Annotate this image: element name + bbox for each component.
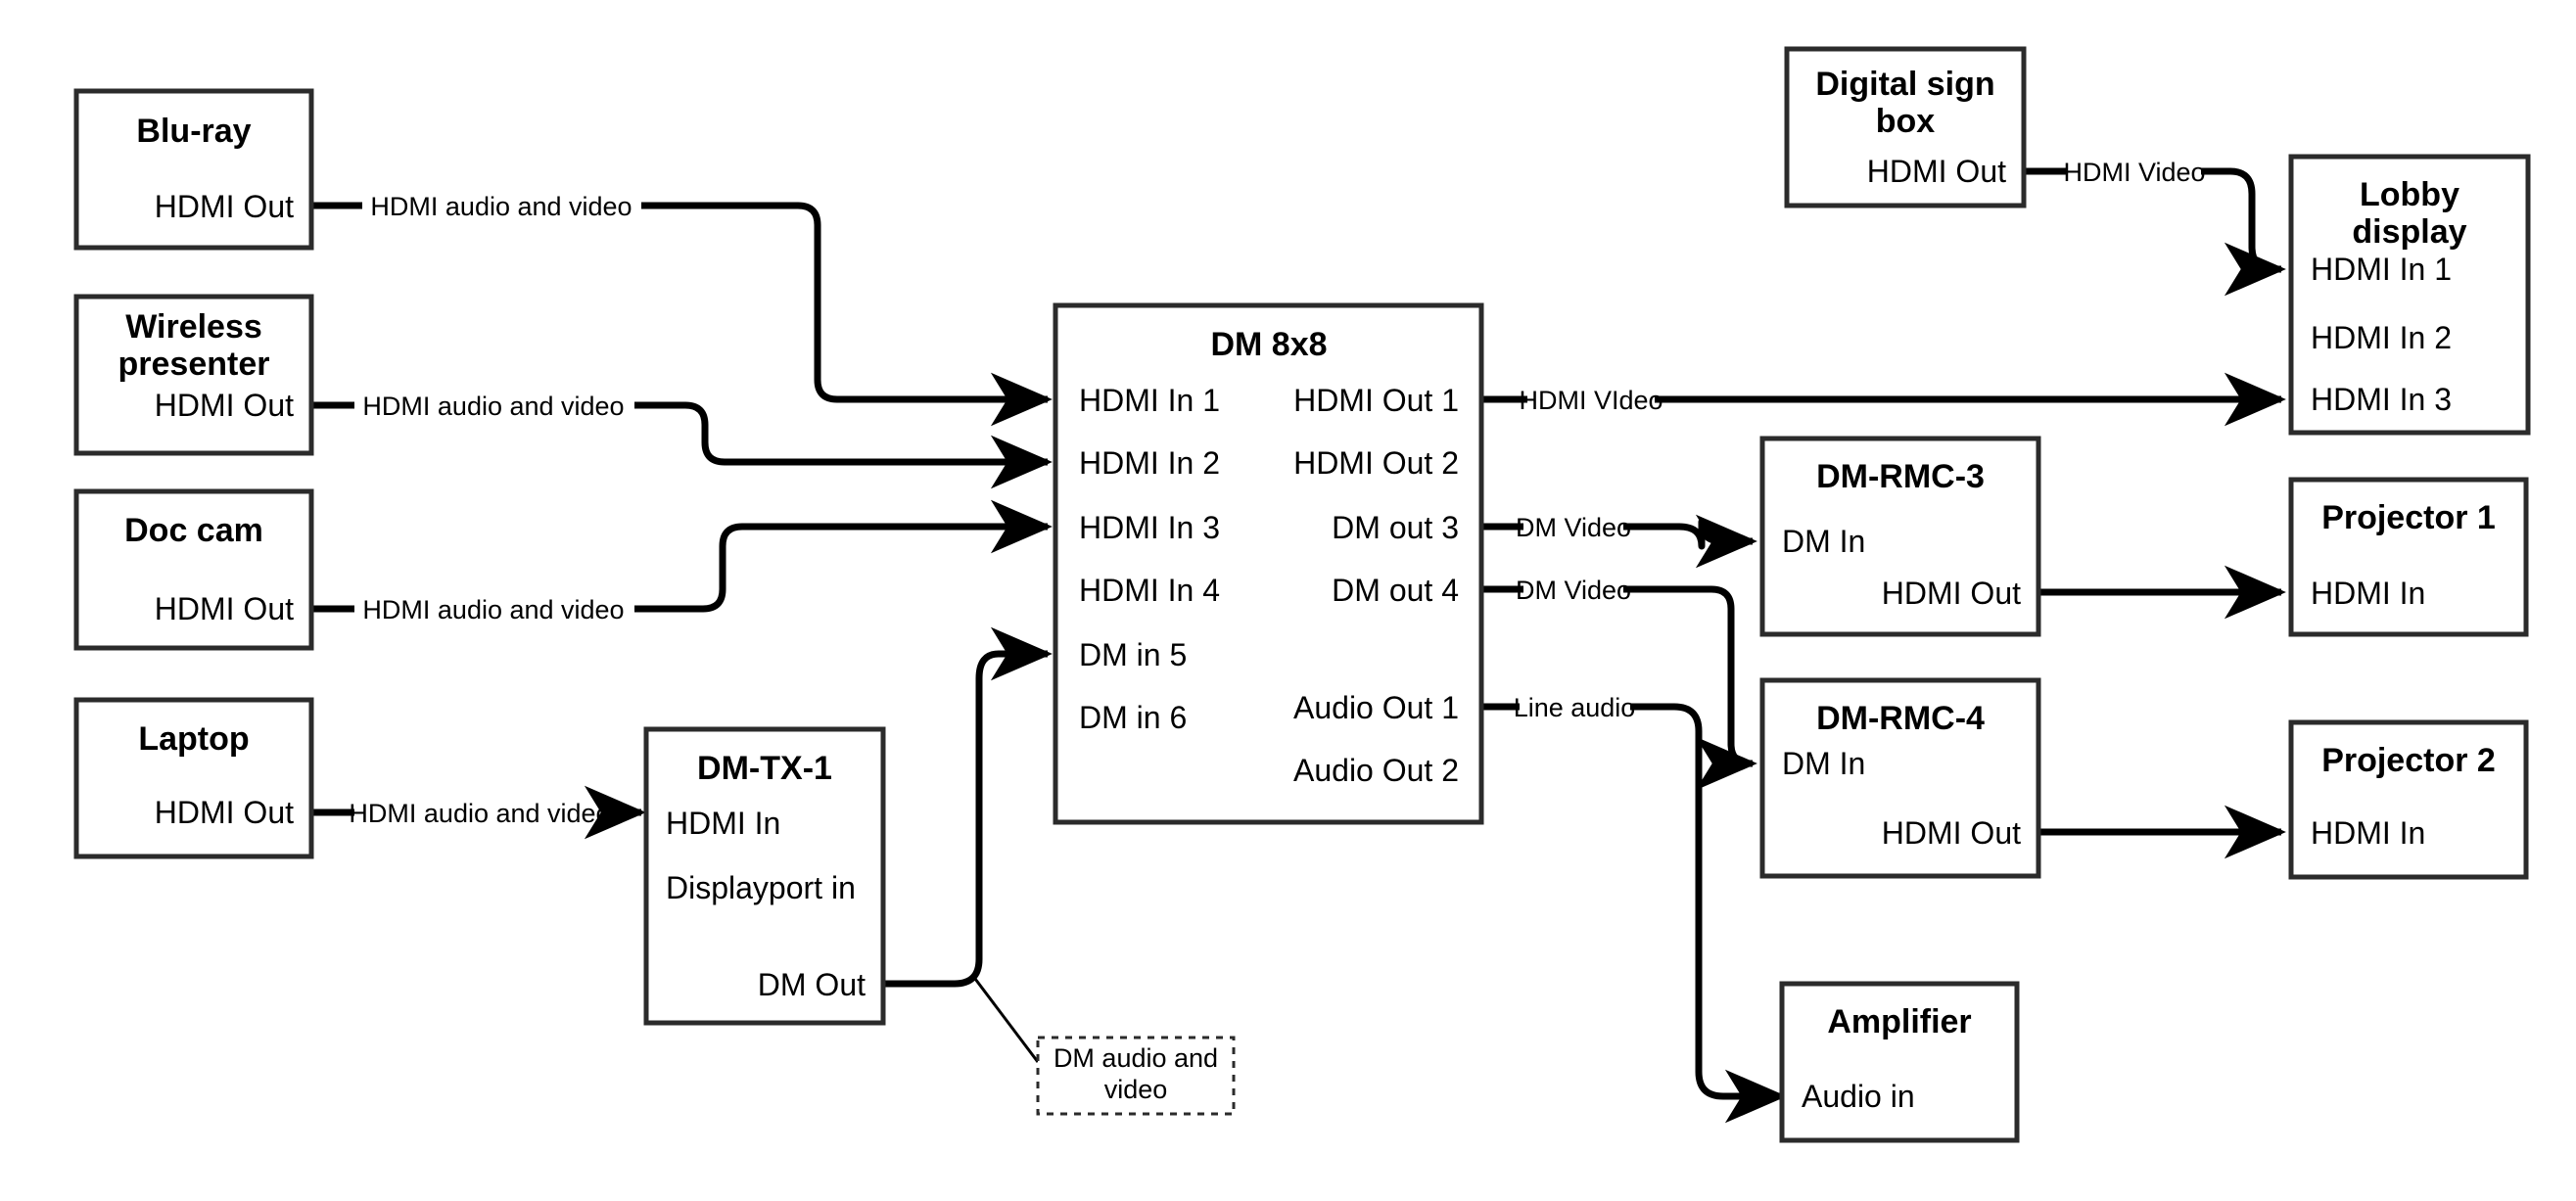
device-title-lobby-display-line1: Lobby bbox=[2360, 176, 2459, 213]
callout-leader-dm-audio-video bbox=[973, 978, 1040, 1063]
port-dm8x8-audio-out-1[interactable]: Audio Out 1 bbox=[1293, 690, 1459, 725]
wire-dm8x8-hdmiout1-to-lobby: HDMI VIdeo bbox=[1481, 372, 2286, 427]
device-dm-rmc-3[interactable]: DM-RMC-3 DM In HDMI Out bbox=[1759, 436, 2041, 637]
port-dmtx1-displayport-in[interactable]: Displayport in bbox=[666, 870, 856, 905]
wire-bluray-to-dm8x8: HDMI audio and video bbox=[311, 192, 1053, 427]
wire-dmtx1-to-dm8x8 bbox=[883, 626, 1053, 988]
device-digital-sign-box[interactable]: Digital sign box HDMI Out bbox=[1784, 46, 2027, 208]
port-rmc4-dm-in[interactable]: DM In bbox=[1782, 746, 1865, 781]
device-title-digital-sign-box-line1: Digital sign bbox=[1815, 66, 1994, 103]
port-rmc3-hdmi-out[interactable]: HDMI Out bbox=[1882, 576, 2021, 611]
wire-dm8x8-dmout3-to-rmc3: DM Video bbox=[1481, 513, 1757, 569]
link-label-dm-video-3: DM Video bbox=[1516, 513, 1631, 542]
device-title-laptop: Laptop bbox=[138, 720, 249, 758]
port-dmtx1-hdmi-in[interactable]: HDMI In bbox=[666, 806, 780, 841]
device-dm-rmc-4[interactable]: DM-RMC-4 DM In HDMI Out bbox=[1759, 677, 2041, 879]
port-dm8x8-dm-in-5[interactable]: DM in 5 bbox=[1079, 637, 1187, 672]
device-title-doc-cam: Doc cam bbox=[124, 512, 263, 549]
port-doccam-hdmi-out[interactable]: HDMI Out bbox=[155, 591, 294, 626]
port-dm8x8-hdmi-in-2[interactable]: HDMI In 2 bbox=[1079, 445, 1220, 481]
wire-laptop-to-dmtx1: HDMI audio and video bbox=[311, 785, 646, 840]
port-laptop-hdmi-out[interactable]: HDMI Out bbox=[155, 795, 294, 830]
port-dm8x8-dm-out-3[interactable]: DM out 3 bbox=[1332, 510, 1459, 545]
callout-dm-audio-and-video: DM audio and video bbox=[1036, 1036, 1236, 1116]
device-title-wireless-presenter-line1: Wireless bbox=[125, 308, 262, 346]
callout-dm-audio-video-line2: video bbox=[1104, 1075, 1168, 1104]
wire-dm8x8-audioout1-to-amplifier: Line audio bbox=[1481, 693, 1787, 1124]
device-doc-cam[interactable]: Doc cam HDMI Out bbox=[73, 488, 314, 651]
link-label-laptop: HDMI audio and video bbox=[349, 799, 610, 828]
wire-wireless-to-dm8x8: HDMI audio and video bbox=[311, 392, 1053, 489]
device-lobby-display[interactable]: Lobby display HDMI In 1 HDMI In 2 HDMI I… bbox=[2288, 154, 2531, 436]
link-label-bluray: HDMI audio and video bbox=[370, 192, 632, 221]
device-title-projector-2: Projector 2 bbox=[2321, 742, 2496, 779]
wire-dm8x8-dmout4-to-rmc4: DM Video bbox=[1481, 576, 1757, 791]
callout-dm-audio-video-line1: DM audio and bbox=[1054, 1043, 1218, 1073]
link-label-hdmi-video-lobby: HDMI VIdeo bbox=[1519, 386, 1663, 415]
device-title-dm-8x8: DM 8x8 bbox=[1210, 326, 1327, 363]
device-projector-1[interactable]: Projector 1 HDMI In bbox=[2288, 477, 2529, 637]
port-signbox-hdmi-out[interactable]: HDMI Out bbox=[1867, 154, 2006, 189]
device-title-digital-sign-box-line2: box bbox=[1876, 103, 1936, 140]
link-label-hdmi-video-signbox: HDMI Video bbox=[2063, 158, 2205, 187]
port-projector2-hdmi-in[interactable]: HDMI In bbox=[2311, 815, 2425, 851]
port-lobby-hdmi-in-3[interactable]: HDMI In 3 bbox=[2311, 382, 2452, 417]
wire-signbox-to-lobby: HDMI Video bbox=[2024, 158, 2286, 297]
device-title-lobby-display-line2: display bbox=[2352, 213, 2466, 251]
device-amplifier[interactable]: Amplifier Audio in bbox=[1779, 981, 2020, 1143]
link-label-doccam: HDMI audio and video bbox=[362, 595, 624, 624]
link-label-dm-video-4: DM Video bbox=[1516, 576, 1631, 605]
port-dm8x8-hdmi-in-4[interactable]: HDMI In 4 bbox=[1079, 573, 1220, 608]
port-dm8x8-hdmi-in-3[interactable]: HDMI In 3 bbox=[1079, 510, 1220, 545]
device-title-amplifier: Amplifier bbox=[1827, 1003, 1971, 1040]
device-dm-8x8[interactable]: DM 8x8 HDMI In 1 HDMI In 2 HDMI In 3 HDM… bbox=[1053, 302, 1484, 825]
port-projector1-hdmi-in[interactable]: HDMI In bbox=[2311, 576, 2425, 611]
device-dm-tx-1[interactable]: DM-TX-1 HDMI In Displayport in DM Out bbox=[643, 726, 886, 1026]
port-rmc4-hdmi-out[interactable]: HDMI Out bbox=[1882, 815, 2021, 851]
device-title-bluray: Blu-ray bbox=[136, 113, 251, 150]
port-dm8x8-hdmi-out-2[interactable]: HDMI Out 2 bbox=[1293, 445, 1459, 481]
port-dm8x8-dm-out-4[interactable]: DM out 4 bbox=[1332, 573, 1459, 608]
link-label-line-audio: Line audio bbox=[1514, 693, 1636, 722]
device-title-dm-tx-1: DM-TX-1 bbox=[697, 750, 832, 787]
port-bluray-hdmi-out[interactable]: HDMI Out bbox=[155, 189, 294, 224]
port-wireless-hdmi-out[interactable]: HDMI Out bbox=[155, 388, 294, 423]
port-dm8x8-hdmi-out-1[interactable]: HDMI Out 1 bbox=[1293, 383, 1459, 418]
port-dm8x8-dm-in-6[interactable]: DM in 6 bbox=[1079, 700, 1187, 735]
port-dm8x8-hdmi-in-1[interactable]: HDMI In 1 bbox=[1079, 383, 1220, 418]
device-bluray[interactable]: Blu-ray HDMI Out bbox=[73, 88, 314, 251]
wire-doccam-to-dm8x8: HDMI audio and video bbox=[311, 499, 1053, 624]
device-title-dm-rmc-4: DM-RMC-4 bbox=[1816, 700, 1985, 737]
device-projector-2[interactable]: Projector 2 HDMI In bbox=[2288, 719, 2529, 880]
device-wireless-presenter[interactable]: Wireless presenter HDMI Out bbox=[73, 294, 314, 456]
port-lobby-hdmi-in-2[interactable]: HDMI In 2 bbox=[2311, 320, 2452, 355]
port-dm8x8-audio-out-2[interactable]: Audio Out 2 bbox=[1293, 753, 1459, 788]
device-title-dm-rmc-3: DM-RMC-3 bbox=[1816, 458, 1985, 495]
device-title-wireless-presenter-line2: presenter bbox=[118, 346, 270, 383]
port-dmtx1-dm-out[interactable]: DM Out bbox=[758, 967, 866, 1002]
port-lobby-hdmi-in-1[interactable]: HDMI In 1 bbox=[2311, 252, 2452, 287]
link-label-wireless: HDMI audio and video bbox=[362, 392, 624, 421]
port-amplifier-audio-in[interactable]: Audio in bbox=[1802, 1079, 1915, 1114]
device-title-projector-1: Projector 1 bbox=[2321, 499, 2496, 536]
port-rmc3-dm-in[interactable]: DM In bbox=[1782, 524, 1865, 559]
device-laptop[interactable]: Laptop HDMI Out bbox=[73, 697, 314, 859]
